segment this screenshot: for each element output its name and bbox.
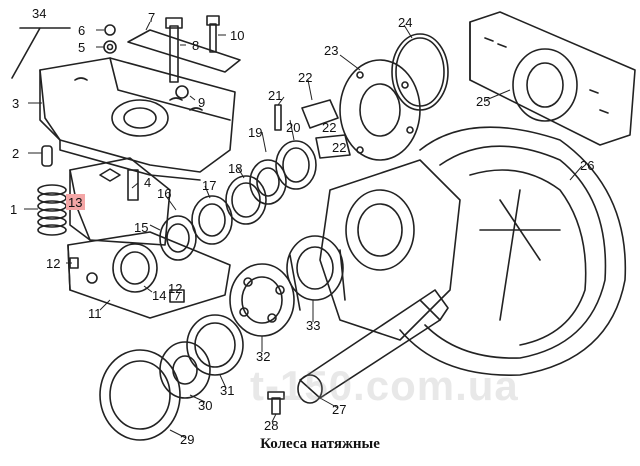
label-31: 31 [220,383,234,398]
label-18: 18 [228,161,242,176]
label-24: 24 [398,15,412,30]
label-20: 20 [286,120,300,135]
label-23: 23 [324,43,338,58]
label-12b: 12 [168,281,182,296]
label-1: 1 [10,202,17,217]
label-15: 15 [134,220,148,235]
label-33: 33 [306,318,320,333]
label-25: 25 [476,94,490,109]
label-22: 22 [298,70,312,85]
label-11: 11 [88,306,102,321]
label-34: 34 [32,6,46,21]
label-3: 3 [12,96,19,111]
label-29: 29 [180,432,194,447]
label-28: 28 [264,418,278,433]
part-5-washer [103,40,117,54]
part-23-flange [339,59,421,161]
wheel-hub [319,159,461,341]
label-7: 7 [148,10,155,25]
label-4: 4 [144,175,151,190]
leader-34 [11,27,71,79]
part-labels: 34 7 8 10 6 5 9 3 2 1 13 4 16 17 18 19 2… [10,6,594,447]
label-30: 30 [198,398,212,413]
part-31-ring [186,314,244,376]
label-2: 2 [12,146,19,161]
label-16: 16 [157,186,171,201]
label-19: 19 [248,125,262,140]
part-30-washer [159,341,211,399]
part-25-housing [469,11,636,146]
part-26-wheel [399,126,627,376]
part-28-bolt [271,397,281,415]
part-7-plate [127,15,241,83]
label-6: 6 [78,23,85,38]
label-26: 26 [580,158,594,173]
part-22-plate [301,99,339,129]
part-32-bearing [229,263,295,337]
part-11-base [67,231,231,319]
label-21: 21 [268,88,282,103]
label-5: 5 [78,40,85,55]
label-27: 27 [332,402,346,417]
leader-lines [24,21,583,439]
part-22-plate-lower [315,134,351,159]
part-33-bushing [286,235,346,311]
label-17: 17 [202,178,216,193]
label-32: 32 [256,349,270,364]
highlight-13 [66,194,85,210]
part-29-gasket [99,349,181,441]
part-9-nut [175,85,189,99]
diagram-caption: Колеса натяжные [260,436,380,452]
part-6-nut [104,24,116,36]
part-21-bolt [274,104,282,131]
label-8: 8 [192,38,199,53]
part-1-spring [37,184,67,236]
part-24-ring [391,33,449,111]
label-22c: 22 [332,140,346,155]
part-3-housing [39,57,236,181]
label-10: 10 [230,28,244,43]
seal-rings [112,140,317,293]
part-2-pin [41,145,53,167]
label-9: 9 [198,95,205,110]
label-14: 14 [152,288,166,303]
label-13: 13 [68,195,82,210]
label-12: 12 [46,256,60,271]
part-27-axle [297,289,449,404]
label-22b: 22 [322,120,336,135]
